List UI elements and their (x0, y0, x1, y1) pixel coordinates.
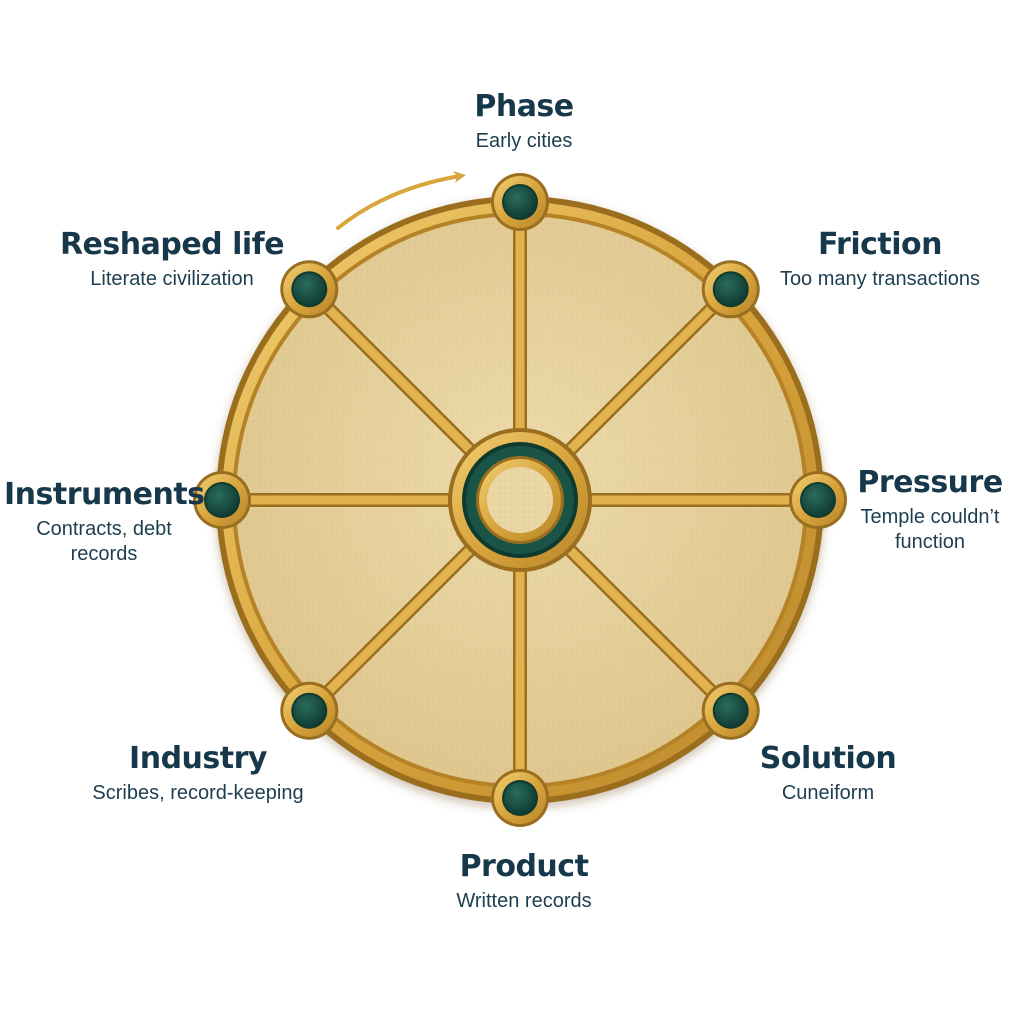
stage-node-product (491, 769, 549, 827)
spoke (308, 543, 477, 712)
spoke (563, 543, 732, 712)
stage-label-phase: Phase Early cities (414, 89, 634, 154)
stage-title: Instruments (4, 477, 205, 512)
stage-label-product: Product Written records (414, 849, 634, 914)
stage-node-solution (701, 681, 760, 740)
stage-node-friction (701, 260, 760, 319)
stage-node-pressure (789, 471, 847, 529)
stage-label-industry: Industry Scribes, record-keeping (78, 741, 318, 806)
stage-desc: Cuneiform (781, 781, 875, 804)
stage-label-friction: Friction Too many transactions (760, 227, 1000, 292)
wheel-spokes (228, 208, 812, 792)
stage-label-reshaped-life: Reshaped life Literate civilization (52, 227, 292, 292)
stage-title: Product (459, 849, 589, 884)
spoke (308, 288, 477, 457)
stage-desc: Written records (456, 889, 592, 912)
stage-label-instruments: Instruments Contracts, debt records (4, 477, 205, 567)
stage-node-phase (491, 173, 549, 231)
rotation-arrow-icon (336, 171, 466, 230)
stage-title: Pressure (857, 465, 1003, 500)
spoke (563, 288, 732, 457)
stage-title: Phase (474, 89, 574, 124)
stage-title: Industry (129, 741, 267, 776)
stage-title: Friction (817, 227, 943, 262)
stage-title: Reshaped life (59, 227, 285, 262)
wheel-hub (448, 428, 592, 572)
stage-label-pressure: Pressure Temple couldn’t function (840, 465, 1020, 555)
wheel-nodes (193, 173, 847, 827)
stage-node-industry (280, 681, 339, 740)
stage-desc: Early cities (475, 129, 573, 152)
stage-desc: Too many transactions (779, 267, 981, 290)
stage-desc: Literate civilization (90, 267, 254, 290)
stage-desc: Contracts, debt records (36, 517, 172, 565)
stage-desc: Scribes, record-keeping (92, 781, 304, 804)
stage-title: Solution (759, 741, 897, 776)
stage-desc: Temple couldn’t function (860, 505, 1000, 553)
stage-node-instruments (193, 471, 251, 529)
stage-node-reshaped-life (280, 260, 339, 319)
stage-label-solution: Solution Cuneiform (738, 741, 918, 806)
